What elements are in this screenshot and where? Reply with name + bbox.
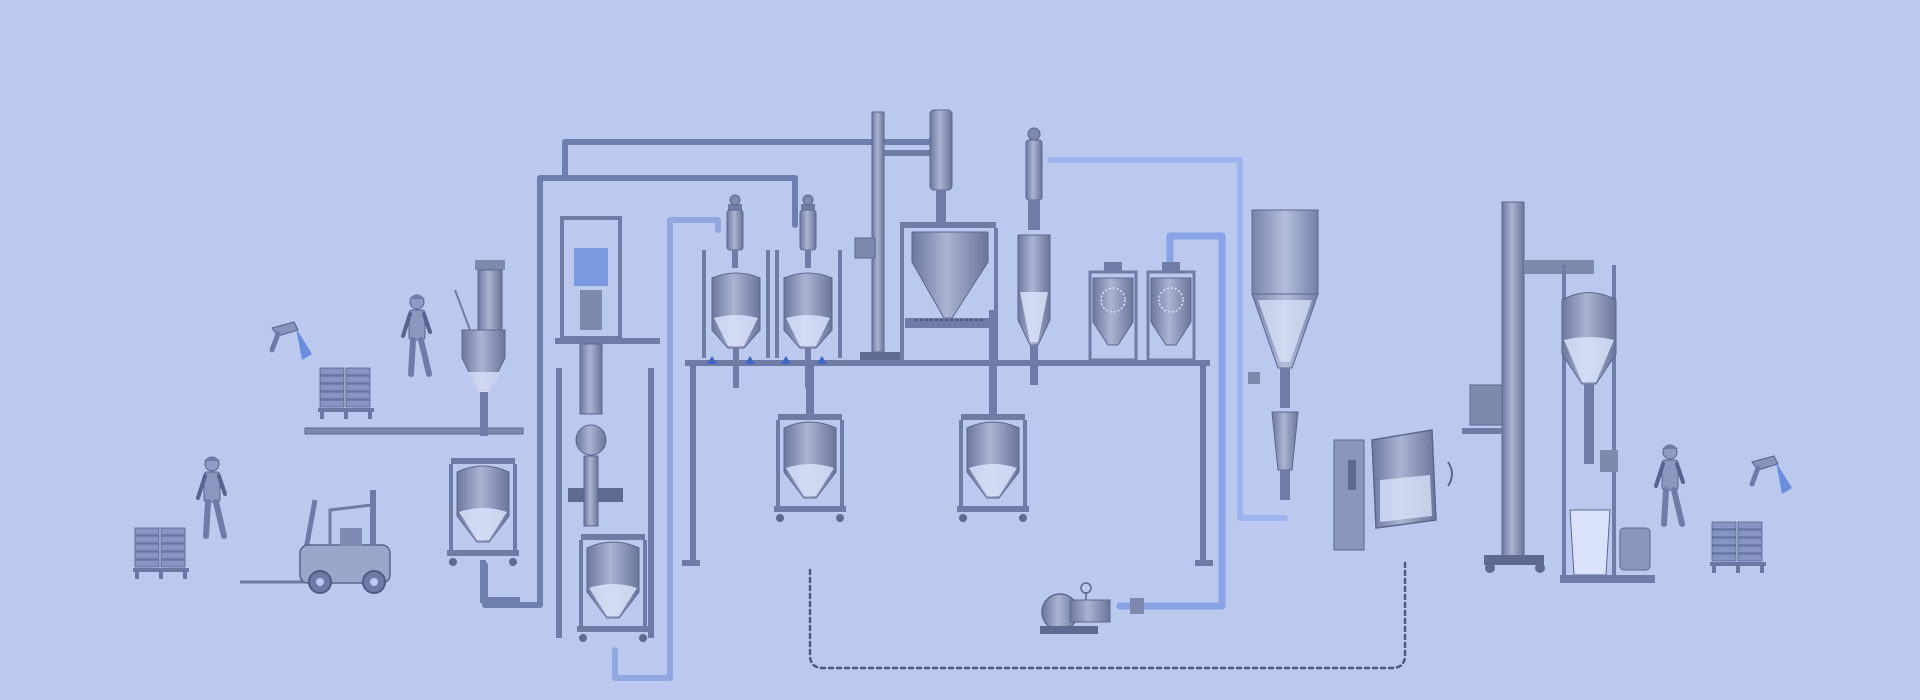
- vacuum-conveyor-icon: [726, 194, 744, 269]
- intake-area: [132, 295, 524, 594]
- barcode-scanner-icon: [272, 322, 312, 360]
- worker-icon: [403, 295, 430, 375]
- pump-line: [1116, 232, 1226, 610]
- pallet-icon: [317, 367, 375, 420]
- main-platform: [682, 360, 1213, 566]
- barcode-scanner-icon: [1752, 456, 1792, 494]
- forklift-icon: [240, 490, 391, 594]
- pallet-icon: [132, 527, 190, 580]
- worker-icon: [198, 457, 225, 537]
- column-lift-icon: [1462, 201, 1594, 573]
- lower-return-line: [612, 217, 721, 681]
- signal-line: [808, 558, 1407, 670]
- ibc-container-icon: [773, 413, 847, 523]
- left-main-line: [482, 175, 798, 608]
- mezzanine-platform: [304, 427, 524, 435]
- silo-feed-line: [1047, 157, 1288, 521]
- filter-receiver: [1017, 127, 1051, 385]
- bag-dump-station: [454, 260, 506, 436]
- upper-ibcs: [702, 194, 842, 388]
- pallet-icon: [1709, 521, 1767, 574]
- vacuum-conveyor-icon: [799, 194, 817, 269]
- ibc-container-icon: [576, 533, 650, 643]
- drum-tipper-icon: [1333, 429, 1453, 551]
- worker-icon: [1656, 445, 1683, 525]
- ibc-outlet-pipe: [480, 560, 520, 603]
- sieve-icon: [1146, 262, 1196, 362]
- central-mixer-tower: [854, 109, 998, 360]
- ibc-filling-station: [1560, 265, 1655, 583]
- drop-chute: [989, 310, 997, 420]
- top-suction-line: [562, 139, 939, 178]
- sieve-icon: [1088, 262, 1138, 362]
- ibc-container-icon: [956, 413, 1030, 523]
- drop-chute: [806, 366, 814, 420]
- pump-icon: [1040, 582, 1144, 634]
- ibc-container-icon: [446, 457, 520, 567]
- silo-icon: [1248, 209, 1319, 500]
- column-lift-left: [555, 216, 660, 638]
